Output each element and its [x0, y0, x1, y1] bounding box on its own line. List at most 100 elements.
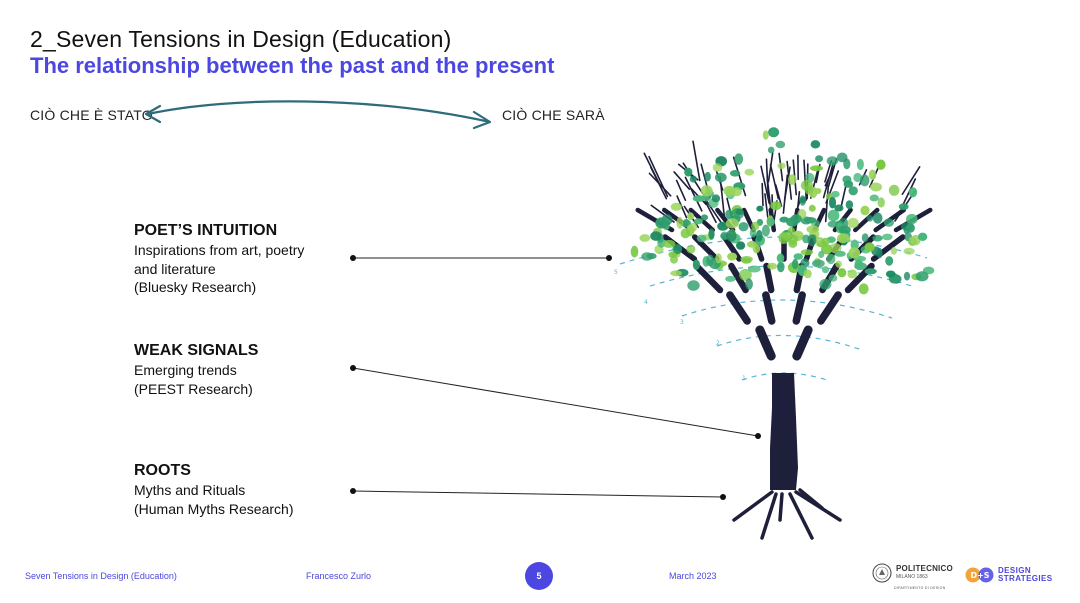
- tree-leaf: [747, 265, 761, 273]
- tree-twig: [643, 152, 662, 187]
- tree-leaf: [735, 208, 744, 215]
- tree-leaf: [712, 163, 723, 172]
- footer-author: Francesco Zurlo: [306, 571, 372, 581]
- tree-leaf: [883, 218, 894, 227]
- ds-mark-text: D+S: [970, 571, 989, 580]
- tree-leaf: [803, 217, 817, 224]
- tree-leaf: [676, 216, 684, 229]
- tree-trunk: [770, 373, 798, 490]
- tree-leaf: [696, 234, 707, 243]
- tree-twig: [901, 166, 921, 196]
- politecnico-sub: MILANO 1863: [896, 574, 928, 580]
- section-line: (Human Myths Research): [134, 500, 294, 517]
- tree-twig: [673, 171, 691, 190]
- section-roots: ROOTS Myths and Rituals (Human Myths Res…: [134, 461, 294, 518]
- tree-leaf: [847, 217, 859, 229]
- tree-leaf: [810, 165, 823, 172]
- tree-branch: [755, 325, 776, 361]
- tree-leaf: [715, 253, 722, 264]
- tree-leaf: [808, 204, 816, 212]
- tree-twig: [767, 152, 774, 183]
- tree-leaf: [708, 228, 715, 240]
- tree-leaf: [767, 146, 775, 154]
- tree-branch: [853, 207, 880, 233]
- tree-leaf: [740, 256, 753, 263]
- tree-leaf: [779, 216, 789, 223]
- tree-leaf: [917, 232, 928, 241]
- tree-leaf: [915, 271, 929, 282]
- tree-leaf: [689, 175, 697, 183]
- tree-leaf: [655, 217, 669, 229]
- tree-leaf: [890, 247, 897, 255]
- tree-branch: [792, 325, 813, 361]
- tree-leaf: [725, 209, 733, 220]
- tree-leaf: [837, 268, 847, 278]
- tree-leaf: [864, 268, 877, 275]
- tree-roots: [732, 488, 842, 540]
- tree-leaf: [848, 186, 858, 196]
- tree-leaf: [903, 271, 911, 281]
- tree-leaf: [766, 217, 775, 227]
- politecnico-dept: DIPARTIMENTO DI DESIGN: [894, 586, 946, 590]
- tree-leaf: [842, 175, 852, 184]
- timeline-right-label: CIÒ CHE SARÀ: [502, 107, 605, 123]
- tree-leaf: [673, 244, 682, 255]
- tree-twig: [648, 172, 672, 197]
- tree-twig: [803, 159, 808, 201]
- tree-leaf: [670, 202, 682, 211]
- tree-leaf: [888, 184, 900, 196]
- leader-poets-intuition: [350, 255, 612, 261]
- leader-roots: [350, 488, 726, 500]
- tree-twig: [764, 193, 769, 221]
- tree-leaf: [752, 244, 761, 254]
- tree-leaf: [749, 228, 757, 238]
- tree-leaf: [725, 218, 739, 229]
- tree-twig: [824, 165, 835, 187]
- tree-leaf: [810, 140, 821, 149]
- tree-leaf: [778, 232, 790, 244]
- section-line: Inspirations from art, poetry: [134, 242, 305, 258]
- tree-twig: [824, 184, 830, 223]
- tree-twig: [761, 182, 764, 207]
- tree-leaf: [835, 260, 842, 268]
- tree-branch: [728, 262, 749, 294]
- politecnico-seal-icon: [872, 563, 892, 583]
- tree-leaf: [872, 234, 883, 242]
- tree-leaf: [787, 234, 798, 245]
- tree-leaf: [877, 197, 885, 208]
- tree-leaf: [800, 249, 814, 256]
- tree-leaf: [822, 266, 829, 274]
- tree-leaf: [717, 221, 729, 231]
- tree-leaf: [845, 200, 854, 210]
- tree-twig: [783, 166, 791, 202]
- ring-number: 2: [716, 340, 720, 347]
- tree-leaf: [700, 185, 713, 197]
- tree-leaf: [847, 269, 858, 279]
- tree-twig: [732, 156, 747, 197]
- tree-leaf: [630, 245, 639, 258]
- timeline-left-label: CIÒ CHE È STATO: [30, 107, 153, 123]
- tree-leaf: [861, 233, 869, 243]
- tree-leaf: [736, 241, 746, 250]
- tree-leaf: [853, 172, 862, 183]
- tree-leaf: [905, 223, 915, 233]
- tree-leaf: [882, 233, 893, 241]
- tree-twig: [692, 140, 701, 182]
- tree-leaf: [906, 213, 918, 225]
- tree-branch: [763, 262, 775, 294]
- tree-branch: [792, 291, 806, 325]
- section-line: (PEEST Research): [134, 380, 253, 397]
- tree-leaf: [827, 220, 839, 228]
- tree-leaf: [831, 190, 840, 198]
- tree-leaf: [739, 268, 752, 281]
- tree-leaves: [630, 127, 935, 295]
- tree-twig: [769, 164, 780, 200]
- ring-number: 5: [614, 269, 618, 276]
- ds-line1: DESIGN: [998, 566, 1032, 575]
- section-line: Emerging trends: [134, 362, 237, 378]
- tree-leaf: [876, 247, 883, 259]
- section-line: Myths and Rituals: [134, 482, 246, 498]
- tree-leaf: [908, 187, 918, 198]
- politecnico-logo: POLITECNICO MILANO 1863: [872, 563, 953, 583]
- tree-leaf: [680, 228, 690, 239]
